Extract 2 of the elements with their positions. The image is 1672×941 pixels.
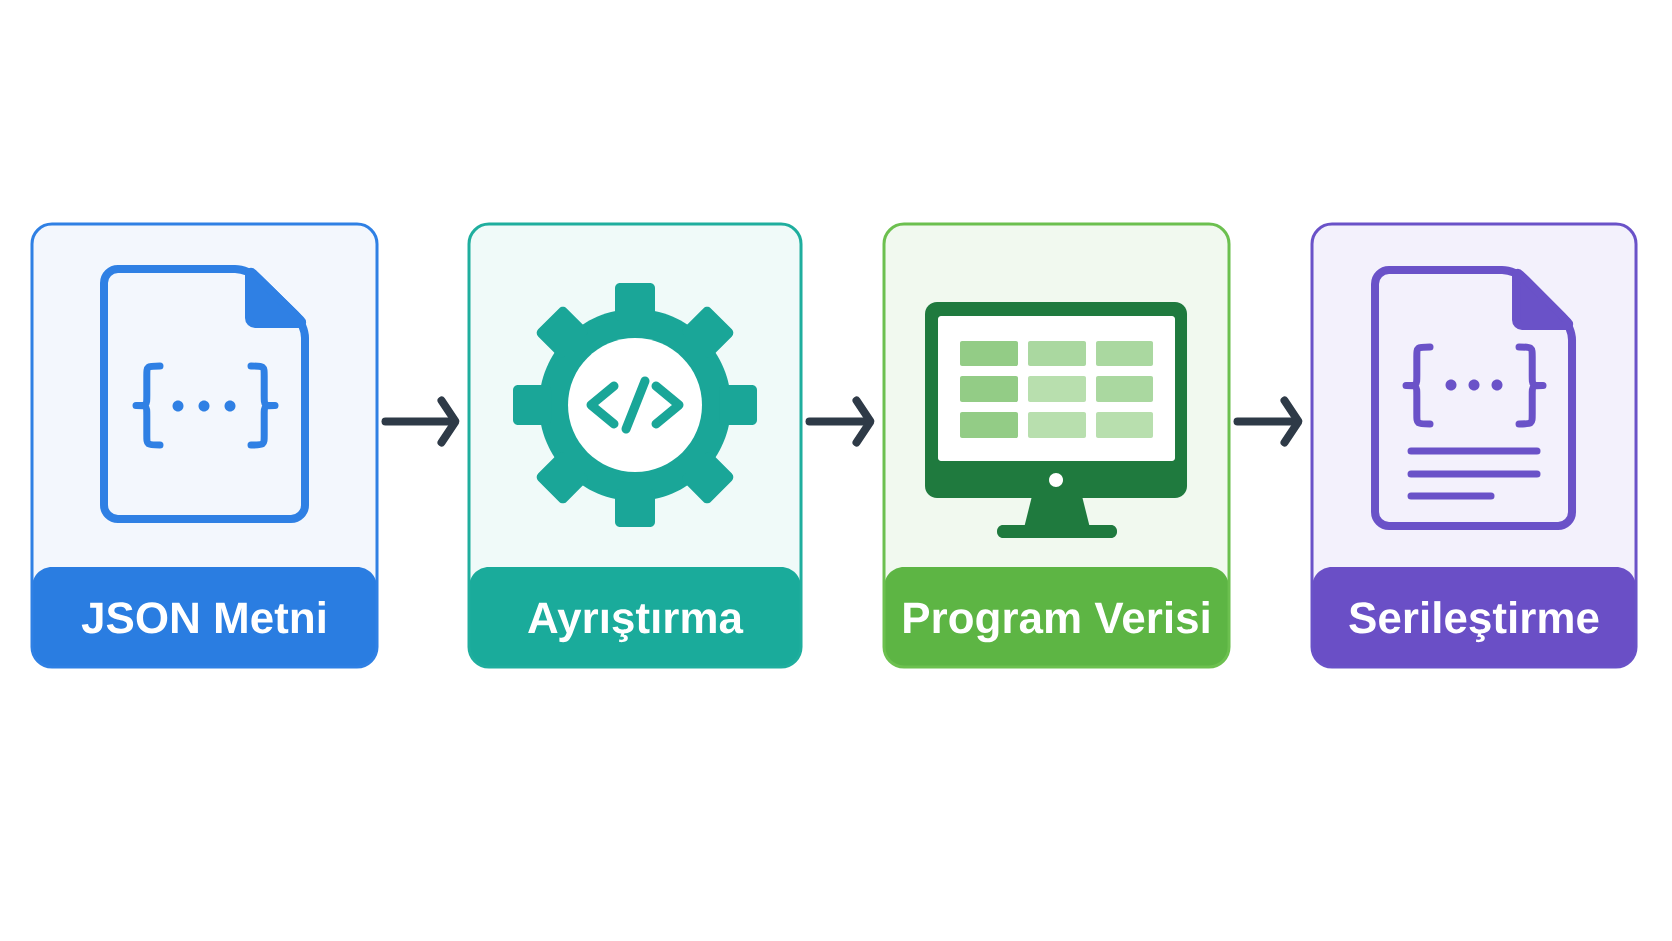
process-card: JSON Metni <box>30 222 379 669</box>
process-card: Serileştirme <box>1310 222 1638 669</box>
